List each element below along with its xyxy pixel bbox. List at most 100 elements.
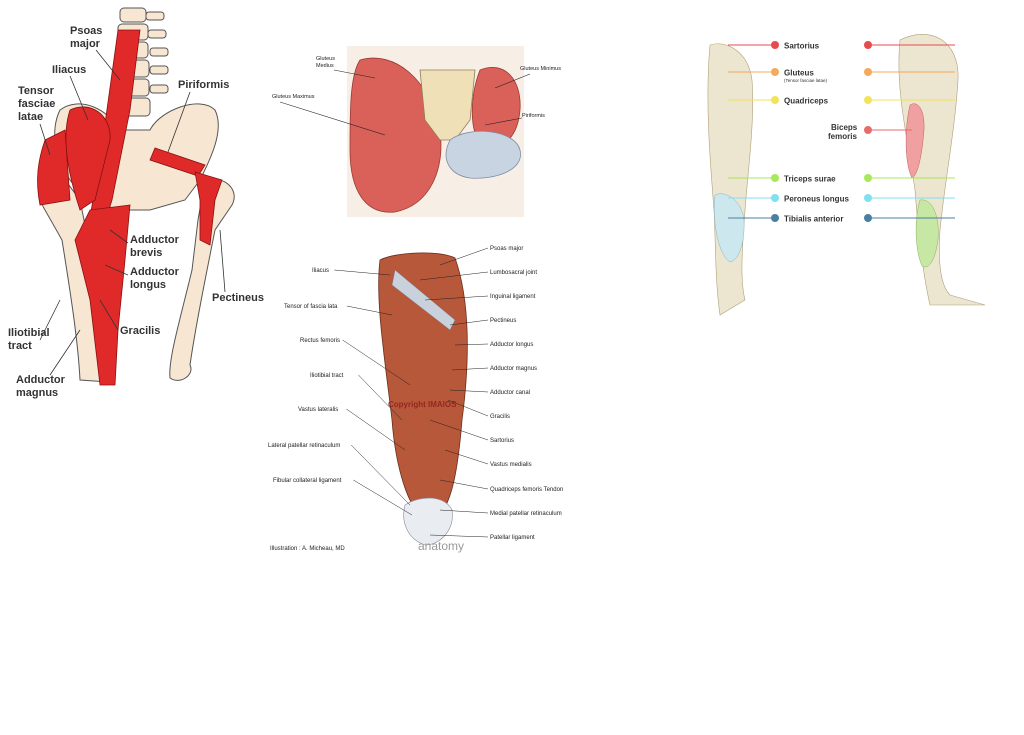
femur-right xyxy=(169,178,235,381)
panel-gluteal: Gluteus Medius Gluteus Minimus Gluteus M… xyxy=(272,46,561,217)
hip-muscles xyxy=(37,29,223,386)
label-add-brevis-1: Adductor xyxy=(130,234,180,246)
tensor-fasciae-latae-muscle xyxy=(37,129,71,206)
thigh-right-label: Quadriceps femoris Tendon xyxy=(490,487,563,493)
thigh-leader-line xyxy=(449,319,489,326)
legend-label: Sartorius xyxy=(784,42,820,51)
legend-dot-left xyxy=(771,214,779,222)
thigh-right-label: Medial patellar retinaculum xyxy=(490,511,562,517)
label-add-magnus-1: Adductor xyxy=(16,374,66,386)
thigh-watermark: Copyright IMAIOS xyxy=(388,400,457,409)
thigh-right-label: Pectineus xyxy=(490,318,516,324)
label-iliacus: Iliacus xyxy=(52,64,86,76)
label-add-magnus-2: magnus xyxy=(16,387,58,399)
label-add-brevis-2: brevis xyxy=(130,247,162,259)
thigh-leader-line xyxy=(449,389,489,393)
thigh-leader-line xyxy=(447,399,489,417)
legend-dot-left xyxy=(771,41,779,49)
gluteal-leader-lines xyxy=(279,69,531,136)
thigh-right-label: Patellar ligament xyxy=(490,535,535,541)
thigh-leader-line xyxy=(439,509,489,514)
thigh-left-label: Fibular collateral ligament xyxy=(273,478,342,484)
legend-label: Triceps surae xyxy=(784,175,836,184)
thigh-left-label: Vastus lateralis xyxy=(298,407,338,413)
thigh-left-label: Tensor of fascia lata xyxy=(284,304,338,310)
thigh-right-label: Adductor longus xyxy=(490,342,533,348)
thigh-leader-line xyxy=(429,419,489,441)
thigh-leader-line xyxy=(351,444,411,506)
legend-dot-right xyxy=(864,214,872,222)
leg-left-lower-highlight xyxy=(714,193,745,263)
label-psoas-1: Psoas xyxy=(70,25,102,37)
thigh-leader-line xyxy=(342,339,411,386)
thigh-right-label: Lumbosacral joint xyxy=(490,270,537,276)
label-itb-2: tract xyxy=(8,340,32,352)
thigh-credit: Illustration : A. Micheau, MD xyxy=(270,546,345,552)
label-tensor-3: latae xyxy=(18,111,43,123)
thigh-leader-line xyxy=(451,367,489,371)
legend-label: Gluteus xyxy=(784,69,814,78)
thigh-leader-line xyxy=(419,271,489,281)
hip-joint-illustration xyxy=(445,130,521,179)
legend-label-biceps-2: femoris xyxy=(828,132,857,141)
label-glut-maximus: Gluteus Maximus xyxy=(272,94,315,100)
legend-label: Quadriceps xyxy=(784,97,829,106)
label-tensor-1: Tensor xyxy=(18,85,55,97)
legend-label: Peroneus longus xyxy=(784,195,849,204)
label-glut-minimus: Gluteus Minimus xyxy=(520,66,561,72)
thigh-leader-line xyxy=(454,343,489,346)
legend-dot-right xyxy=(864,68,872,76)
thigh-left-label: Iliotibial tract xyxy=(310,373,344,379)
label-glut-medius-2: Medius xyxy=(316,63,334,69)
thigh-right-label: Adductor magnus xyxy=(490,366,537,372)
thigh-right-label: Adductor canal xyxy=(490,390,530,396)
label-add-longus-1: Adductor xyxy=(130,266,180,278)
thigh-leader-line xyxy=(334,269,391,276)
leg-left-illustration xyxy=(707,43,754,316)
imaios-logo: anatomy xyxy=(418,539,464,553)
thigh-left-label: Lateral patellar retinaculum xyxy=(268,443,340,449)
label-add-longus-2: longus xyxy=(130,279,166,291)
legend-label-biceps-1: Biceps xyxy=(831,123,858,132)
adductors-muscle xyxy=(74,204,131,386)
thigh-right-label: Gracilis xyxy=(490,414,510,420)
leg-right-lower-highlight xyxy=(915,199,939,268)
thigh-right-label: Inguinal ligament xyxy=(490,294,536,300)
thigh-leader-line xyxy=(444,449,489,465)
hip-leader-lines xyxy=(39,49,226,376)
thigh-leader-line xyxy=(346,305,393,316)
pectineus-muscle xyxy=(194,171,223,246)
label-itb-1: Iliotibial xyxy=(8,327,50,339)
legend-dot-right xyxy=(864,194,872,202)
knee-illustration xyxy=(403,497,453,546)
leg-right-hamstring-highlight xyxy=(905,103,925,179)
legend-dot-right xyxy=(864,96,872,104)
legend-dot-left xyxy=(771,194,779,202)
label-gracilis: Gracilis xyxy=(120,325,160,337)
legend-dot-right xyxy=(864,41,872,49)
thigh-fascia-illustration xyxy=(391,269,456,331)
panel-hip: Psoas major Iliacus Tensor fasciae latae… xyxy=(8,7,264,399)
label-piriformis: Piriformis xyxy=(178,79,229,91)
legend-label: Tibialis anterior xyxy=(784,215,843,224)
thigh-leader-line xyxy=(439,479,489,490)
thigh-leader-line xyxy=(424,295,489,301)
legend-sublabel: (Tensor fasciae latae) xyxy=(784,78,828,83)
legend-dot-left xyxy=(771,174,779,182)
label-pectineus: Pectineus xyxy=(212,292,264,304)
thigh-leader-line xyxy=(358,374,403,421)
thigh-left-label: Rectus femoris xyxy=(300,338,340,344)
label-tensor-2: fasciae xyxy=(18,98,55,110)
label-glut-medius-1: Gluteus xyxy=(316,56,335,62)
label-piriformis-gluteal: Piriformis xyxy=(522,113,545,119)
thigh-left-label: Iliacus xyxy=(312,268,329,274)
legend-dot-left xyxy=(771,96,779,104)
thigh-leader-line xyxy=(429,534,489,538)
legend-dot-right xyxy=(864,174,872,182)
thigh-right-label: Psoas major xyxy=(490,246,523,252)
